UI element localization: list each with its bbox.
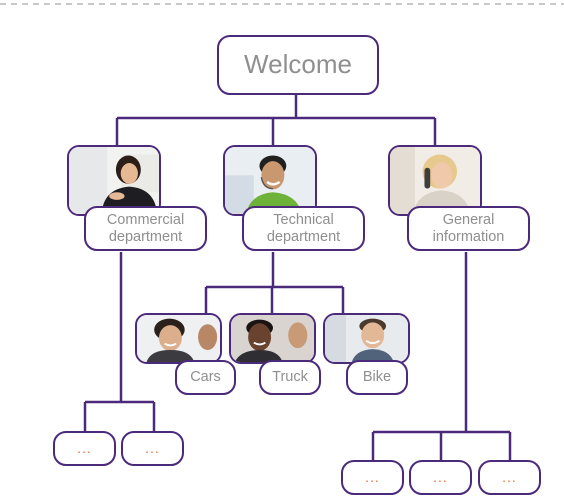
commercial-label-line2: department — [108, 228, 183, 245]
placeholder-ellipsis: ... — [77, 440, 92, 457]
bike-photo — [323, 313, 410, 364]
bike-label: Bike — [362, 369, 392, 386]
placeholder-ellipsis: ... — [365, 469, 380, 486]
technical-label-line2: department — [266, 228, 341, 245]
commercial-department-node[interactable]: Commercial department — [84, 206, 207, 251]
cars-node[interactable]: Cars — [175, 360, 236, 395]
bike-node[interactable]: Bike — [346, 360, 408, 395]
general-label-line1: General — [442, 211, 495, 228]
cars-photo — [135, 313, 222, 364]
truck-label: Truck — [272, 369, 308, 386]
cars-label: Cars — [190, 369, 221, 386]
welcome-label: Welcome — [244, 49, 352, 80]
placeholder-ellipsis: ... — [145, 440, 160, 457]
commercial-sub-node-2[interactable]: ... — [121, 431, 184, 466]
general-sub-node-2[interactable]: ... — [409, 460, 472, 495]
welcome-node[interactable]: Welcome — [217, 35, 379, 95]
placeholder-ellipsis: ... — [502, 469, 517, 486]
general-label-line2: information — [432, 228, 505, 245]
general-information-node[interactable]: General information — [407, 206, 530, 251]
truck-node[interactable]: Truck — [259, 360, 321, 395]
technical-department-node[interactable]: Technical department — [242, 206, 365, 251]
general-sub-node-1[interactable]: ... — [341, 460, 404, 495]
truck-photo — [229, 313, 316, 364]
placeholder-ellipsis: ... — [433, 469, 448, 486]
commercial-label-line1: Commercial — [106, 211, 185, 228]
commercial-sub-node-1[interactable]: ... — [53, 431, 116, 466]
general-sub-node-3[interactable]: ... — [478, 460, 541, 495]
technical-label-line1: Technical — [273, 211, 334, 228]
technical-photo — [223, 145, 317, 216]
